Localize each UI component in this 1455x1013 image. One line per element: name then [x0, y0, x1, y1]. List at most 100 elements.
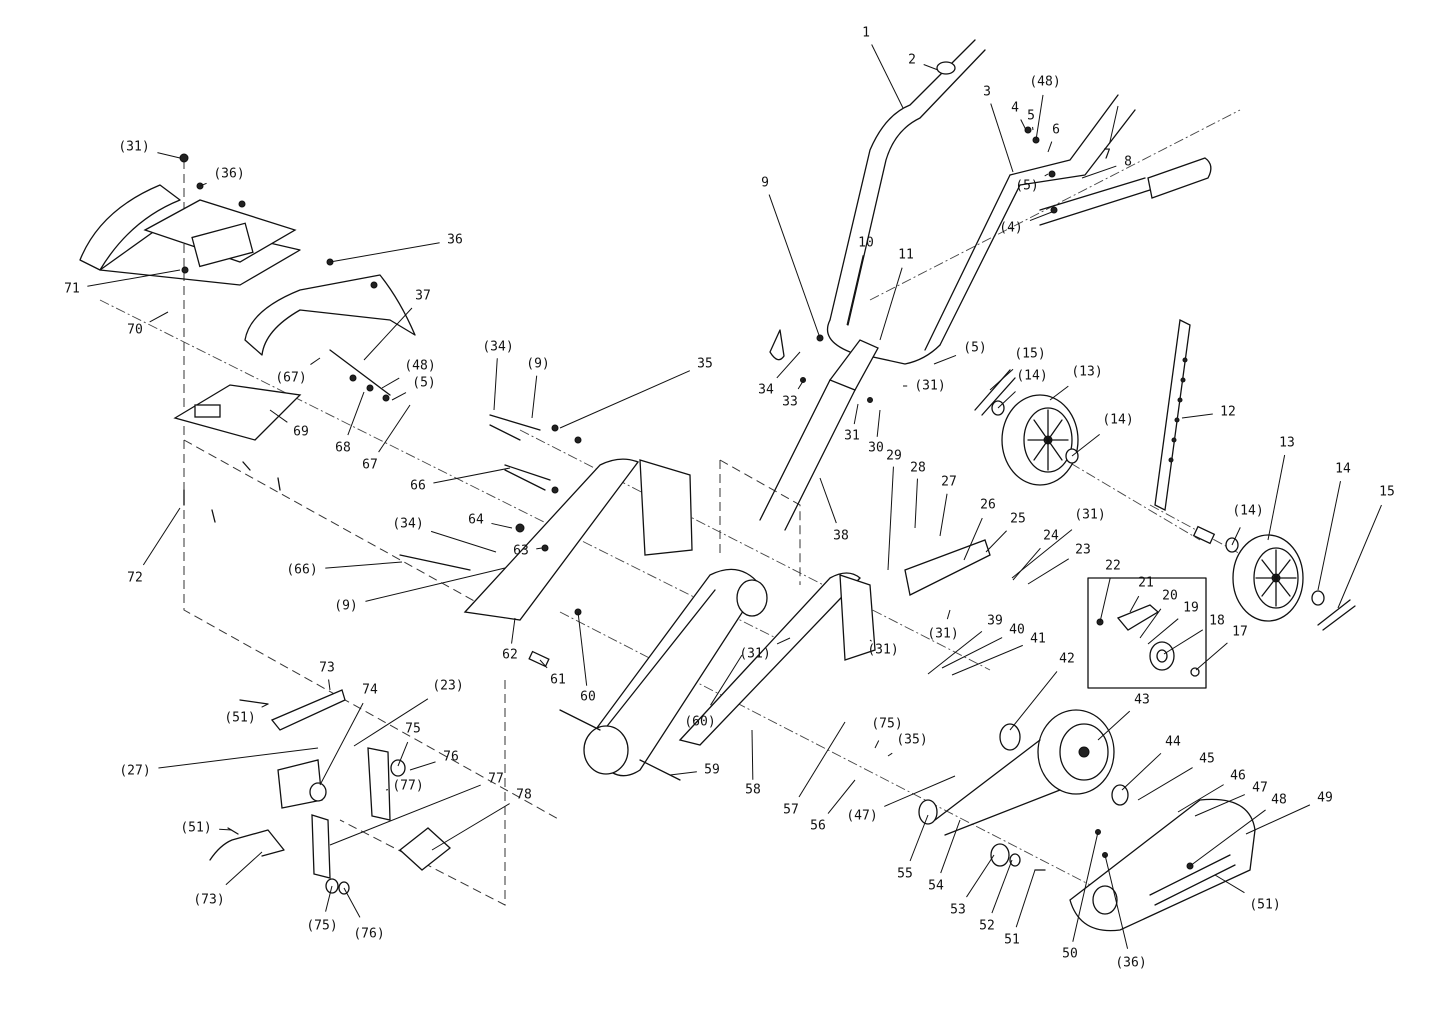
part-callout-label: (60)	[684, 715, 715, 730]
part-callout-label: (31)	[739, 647, 770, 662]
part-callout-label: 36	[447, 233, 463, 248]
chain-case	[559, 568, 768, 781]
part-callout-label: (31)	[927, 627, 958, 642]
callout-leader-line	[1195, 642, 1228, 671]
part-callout-label: 10	[858, 236, 874, 251]
part-callout-label: (34)	[392, 517, 423, 532]
part-callout-label: 23	[1075, 543, 1091, 558]
callout-leader-line	[536, 547, 543, 550]
part-callout-label: 72	[127, 571, 143, 586]
part-callout-label: 44	[1165, 735, 1181, 750]
part-callout-label: (73)	[193, 893, 224, 908]
part-callout-label: 61	[550, 673, 566, 688]
belt-guard	[1069, 798, 1256, 932]
part-callout-label: (15)	[1014, 347, 1045, 362]
part-callout-label: 7	[1103, 148, 1111, 163]
part-callout-label: 9	[761, 176, 769, 191]
part-callout-label: 12	[1220, 405, 1236, 420]
depth-bar	[1154, 319, 1191, 511]
callout-leader-lines	[87, 44, 1382, 949]
callout-leader-line	[933, 354, 957, 365]
callout-leader-line	[363, 307, 413, 361]
callout-leader-line	[927, 630, 983, 675]
callout-leader-line	[1071, 433, 1100, 457]
callout-leader-line	[1189, 809, 1266, 867]
part-callout-label: 45	[1199, 752, 1215, 767]
callout-leader-line	[343, 887, 361, 918]
callout-leader-line	[1015, 869, 1036, 928]
part-callout-label: 53	[950, 903, 966, 918]
part-callout-label: (67)	[275, 371, 306, 386]
callout-leader-line	[909, 814, 929, 862]
callout-leader-line	[798, 721, 846, 798]
part-callout-label: (14)	[1232, 504, 1263, 519]
callout-leader-line	[433, 467, 511, 484]
callout-leader-line	[1035, 94, 1044, 141]
part-callout-label: (48)	[404, 359, 435, 374]
callout-leader-line	[1317, 480, 1341, 591]
callout-leader-line	[1163, 629, 1204, 655]
part-callout-label: 40	[1009, 623, 1025, 638]
callout-leader-line	[1109, 105, 1119, 144]
part-callout-label: 52	[979, 919, 995, 934]
part-callout-label: (14)	[1102, 413, 1133, 428]
wheel-left	[1001, 394, 1079, 486]
part-callout-label: 37	[415, 289, 431, 304]
part-callout-label: 30	[868, 441, 884, 456]
callout-leader-line	[328, 679, 331, 691]
callout-leader-line	[261, 703, 269, 708]
part-callout-label: 55	[897, 867, 913, 882]
callout-leader-line	[1194, 794, 1245, 817]
callout-leader-line	[751, 729, 754, 780]
part-callout-label: 50	[1062, 947, 1078, 962]
callout-leader-line	[87, 269, 181, 287]
part-callout-label: 27	[941, 475, 957, 490]
part-callout-label: (9)	[526, 357, 549, 372]
callout-leader-line	[884, 775, 956, 807]
part-callout-label: (36)	[1115, 956, 1146, 971]
callout-leader-line	[319, 702, 364, 786]
callout-leader-line	[431, 803, 510, 851]
callout-leader-line	[329, 784, 481, 846]
callout-leader-line	[157, 152, 181, 159]
callout-leader-line	[1099, 578, 1111, 623]
part-callout-label: 14	[1335, 462, 1351, 477]
callout-leader-line	[158, 747, 319, 769]
callout-leader-line	[1181, 413, 1213, 419]
callout-leader-line	[1044, 173, 1049, 177]
part-callout-label: 24	[1043, 529, 1059, 544]
part-callout-label: (51)	[1249, 898, 1280, 913]
callout-leader-line	[1020, 119, 1027, 131]
part-callout-label: 41	[1030, 632, 1046, 647]
part-callout-label: 48	[1271, 793, 1287, 808]
callout-leader-line	[853, 403, 859, 425]
part-callout-label: 19	[1183, 601, 1199, 616]
callout-leader-line	[876, 409, 881, 437]
callout-leader-line	[269, 409, 288, 423]
callout-leader-line	[989, 368, 1014, 391]
part-callout-label: (5)	[963, 341, 986, 356]
part-callout-label: 54	[928, 879, 944, 894]
part-callout-label: (31)	[118, 140, 149, 155]
part-callout-label: 18	[1209, 614, 1225, 629]
callout-leader-line	[493, 358, 498, 411]
part-callout-label: 43	[1134, 693, 1150, 708]
part-callout-label: (31)	[1074, 508, 1105, 523]
part-callout-label: (5)	[412, 376, 435, 391]
part-callout-label: (9)	[334, 599, 357, 614]
callout-leader-line	[1081, 165, 1117, 179]
callout-leader-line	[531, 375, 538, 419]
callout-leader-line	[871, 44, 904, 109]
callout-leader-line	[991, 859, 1013, 914]
callout-leader-line	[1072, 831, 1099, 942]
part-callout-label: 8	[1124, 155, 1132, 170]
callout-leader-line	[939, 493, 948, 537]
part-callout-label: (35)	[896, 733, 927, 748]
callout-leader-line	[1214, 874, 1245, 894]
part-callout-label: (36)	[213, 167, 244, 182]
callout-leader-line	[941, 637, 1003, 669]
part-callout-label: (48)	[1029, 75, 1060, 90]
callout-leader-line	[391, 392, 407, 401]
part-callout-label: 17	[1232, 625, 1248, 640]
